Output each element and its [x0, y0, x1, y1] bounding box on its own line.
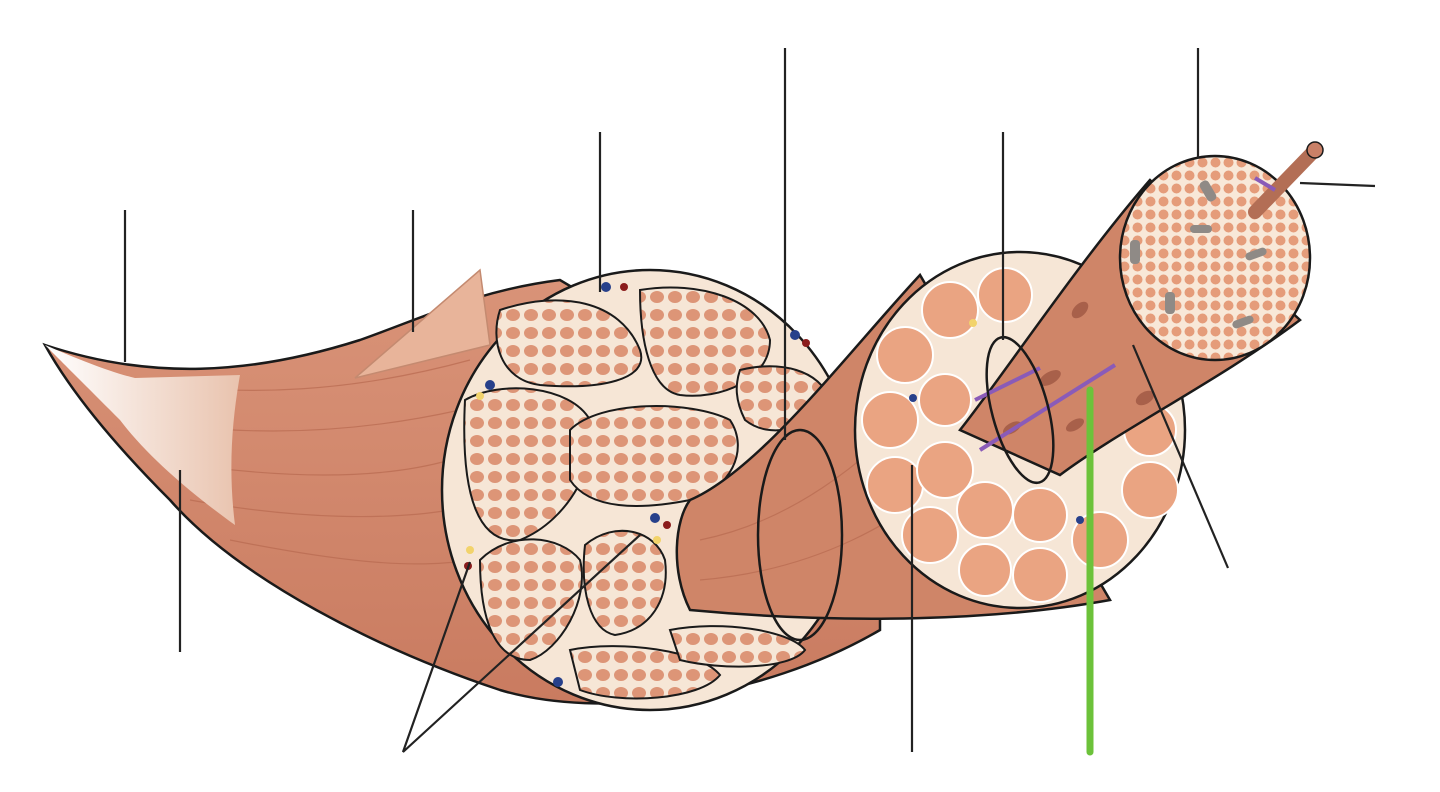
muscle-fiber: [876, 326, 934, 384]
muscle-fiber: [916, 441, 974, 499]
blood-vessels: [464, 282, 810, 687]
fascicle: [478, 538, 583, 662]
leader-line-myofibril: [1299, 181, 1376, 188]
muscle-fiber: [1012, 487, 1068, 543]
endomysium-ring: [985, 335, 1055, 485]
tendon: [45, 345, 240, 525]
fascicle: [495, 299, 643, 388]
muscle-fiber: [921, 281, 979, 339]
muscle-fiber: [918, 373, 972, 427]
muscle-fiber: [977, 267, 1033, 323]
muscle-fiber: [866, 456, 924, 514]
muscle-fiber: [958, 543, 1012, 597]
muscle-fiber: [1121, 461, 1179, 519]
myofibril-rod: [1248, 143, 1322, 219]
perimysium-ring: [756, 428, 844, 642]
fascicle: [668, 625, 807, 668]
fascicle: [463, 387, 593, 542]
muscle-fiber: [1012, 547, 1068, 603]
epimysium-flap: [354, 268, 491, 379]
muscle-fiber: [861, 391, 919, 449]
muscle-fiber: [956, 481, 1014, 539]
leader-line-nerve-vessels: [401, 534, 641, 753]
muscle-fiber: [1071, 511, 1129, 569]
fascicle: [569, 405, 739, 507]
leader-lines: [123, 48, 1376, 753]
muscle-fiber-extension: [958, 141, 1324, 485]
fascicle: [582, 529, 667, 637]
muscle-fiber: [901, 506, 959, 564]
leader-line-sarcolemma: [1131, 344, 1230, 569]
